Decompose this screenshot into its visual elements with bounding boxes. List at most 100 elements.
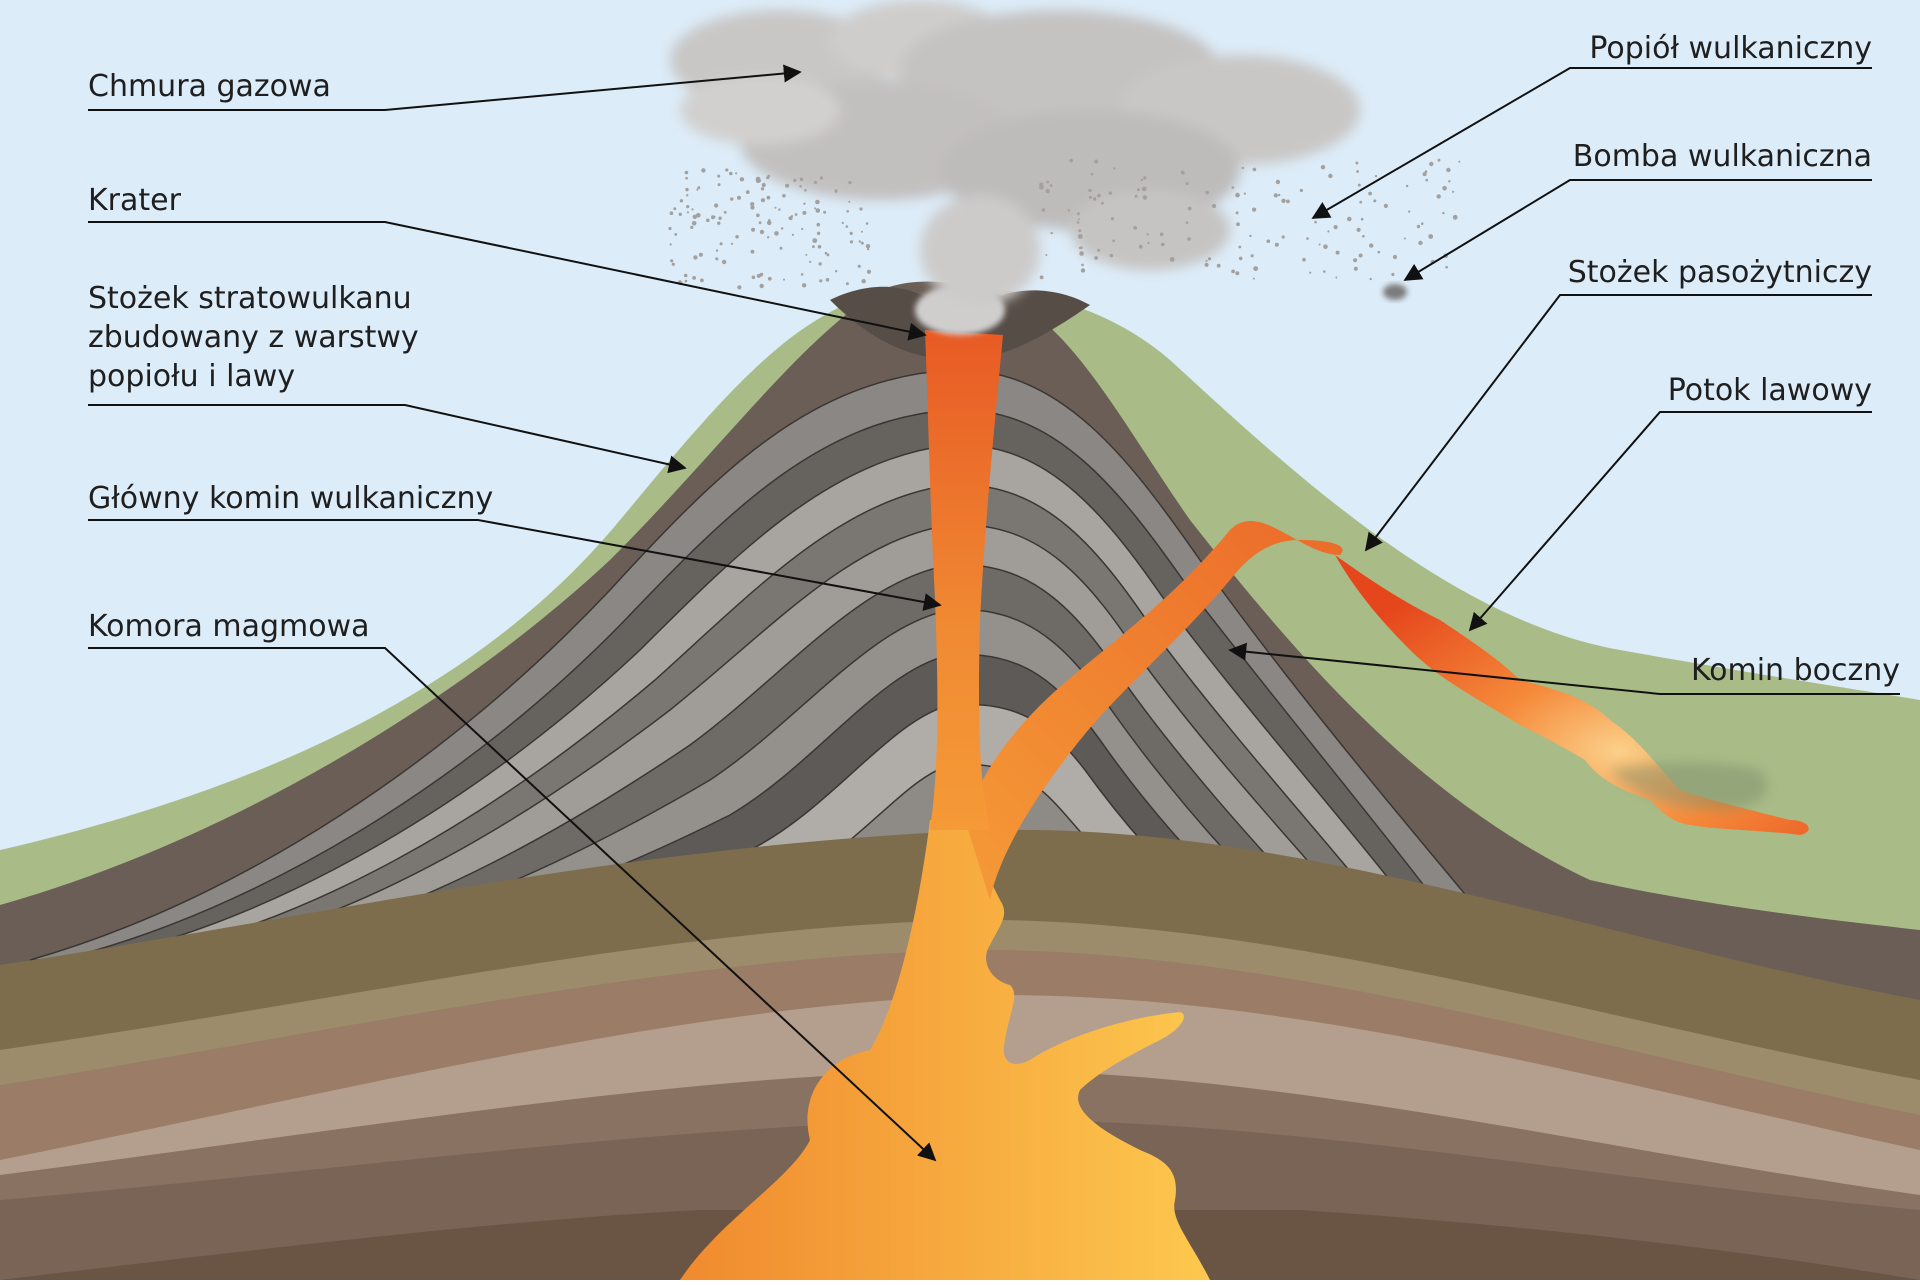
ash-particle: [713, 215, 716, 218]
ash-particle: [1101, 201, 1104, 205]
ash-particle: [865, 222, 869, 225]
ash-particle: [802, 210, 807, 215]
ash-particle: [683, 273, 688, 278]
ash-particle: [1187, 237, 1191, 241]
ash-particle: [841, 221, 844, 224]
ash-particle: [1353, 258, 1358, 263]
ash-particle: [1041, 208, 1046, 212]
ash-particle: [700, 278, 704, 283]
ash-particle: [1235, 211, 1239, 215]
ash-particle: [1039, 185, 1044, 190]
ash-particle: [693, 255, 698, 260]
ash-particle: [785, 183, 790, 188]
ash-particle: [818, 262, 822, 266]
ash-particle: [1309, 271, 1312, 274]
ash-particle: [1347, 216, 1352, 222]
ash-particle: [1235, 271, 1240, 276]
ash-particle: [1420, 222, 1424, 225]
label-ash: Popiół wulkaniczny: [1589, 31, 1872, 66]
ash-particle: [1428, 234, 1434, 239]
ash-particle: [845, 225, 849, 228]
volcanic-bomb: [1383, 284, 1407, 300]
ash-particle: [1437, 158, 1441, 162]
ash-particle: [1362, 234, 1365, 238]
ash-particle: [1318, 243, 1321, 246]
leader-lines: [88, 64, 1900, 1162]
ash-particle: [1458, 160, 1461, 163]
ash-particle: [1067, 209, 1071, 212]
ash-particle: [1216, 263, 1221, 268]
ash-particle: [715, 249, 719, 252]
ash-particle: [737, 195, 741, 200]
ash-particle: [1335, 250, 1340, 255]
ash-particle: [1204, 262, 1209, 267]
ash-particle: [701, 168, 706, 173]
ash-particle: [717, 183, 721, 187]
ash-particle: [1110, 217, 1114, 221]
ash-particle: [737, 285, 742, 290]
label-lava-flow: Potok lawowy: [1668, 373, 1872, 408]
ash-particle: [1079, 251, 1084, 256]
ash-particle: [1205, 190, 1209, 195]
ash-particle: [804, 188, 807, 192]
ash-particle: [848, 181, 852, 185]
leader-parasitic-cone: [1364, 294, 1872, 552]
ash-particle: [817, 245, 822, 249]
ash-particle: [761, 272, 764, 275]
ash-particle: [759, 283, 764, 289]
label-crater: Krater: [88, 183, 182, 218]
ash-particle: [1180, 170, 1185, 175]
ash-particle: [1137, 188, 1140, 192]
ash-particle: [809, 260, 812, 263]
ash-particle: [859, 207, 863, 211]
ash-particle: [1143, 176, 1147, 180]
ash-particle: [1281, 235, 1285, 239]
ash-particle: [790, 215, 794, 218]
ash-particle: [684, 170, 689, 175]
ash-particle: [1088, 195, 1092, 199]
ash-particle: [1211, 203, 1217, 209]
ash-particle: [1045, 254, 1048, 256]
ash-particle: [824, 251, 828, 255]
ash-particle: [755, 176, 761, 182]
ash-particle: [1436, 194, 1441, 199]
ash-particle: [1134, 194, 1138, 198]
ash-particle: [801, 227, 804, 231]
ash-particle: [729, 171, 733, 176]
ash-particle: [1281, 198, 1286, 203]
ash-particle: [849, 231, 853, 235]
ash-particle: [1159, 232, 1164, 237]
ash-particle: [697, 186, 701, 190]
ash-particle: [1278, 193, 1281, 197]
ash-particle: [1328, 173, 1333, 179]
ash-particle: [1140, 178, 1144, 182]
ash-particle: [1266, 239, 1271, 243]
lava-flow-shadow: [1610, 762, 1768, 810]
ash-particle: [719, 242, 723, 246]
ash-particle: [825, 278, 830, 282]
ash-particle: [760, 198, 766, 203]
ash-particle: [759, 229, 765, 235]
ash-particle: [686, 194, 689, 197]
ash-particle: [717, 221, 721, 225]
ash-particle: [814, 207, 816, 210]
ash-particle: [1109, 253, 1114, 258]
ash-particle: [819, 279, 823, 283]
ash-particle: [1327, 230, 1330, 233]
ash-particle: [815, 199, 820, 205]
ash-particle: [1252, 277, 1255, 280]
leader-lava-flow: [1468, 411, 1872, 632]
ash-particle: [750, 205, 755, 210]
label-bomb: Bomba wulkaniczna: [1573, 139, 1872, 174]
ash-particle: [766, 195, 771, 200]
ash-particle: [779, 246, 783, 250]
magma-chamber: [680, 820, 1210, 1280]
ash-particle: [834, 189, 838, 193]
ash-particle: [849, 240, 854, 244]
ash-particle: [1238, 256, 1243, 261]
leader-cone: [88, 404, 687, 474]
main-vent: [925, 330, 1003, 830]
ash-particle: [692, 276, 696, 280]
ash-particle: [866, 269, 872, 274]
